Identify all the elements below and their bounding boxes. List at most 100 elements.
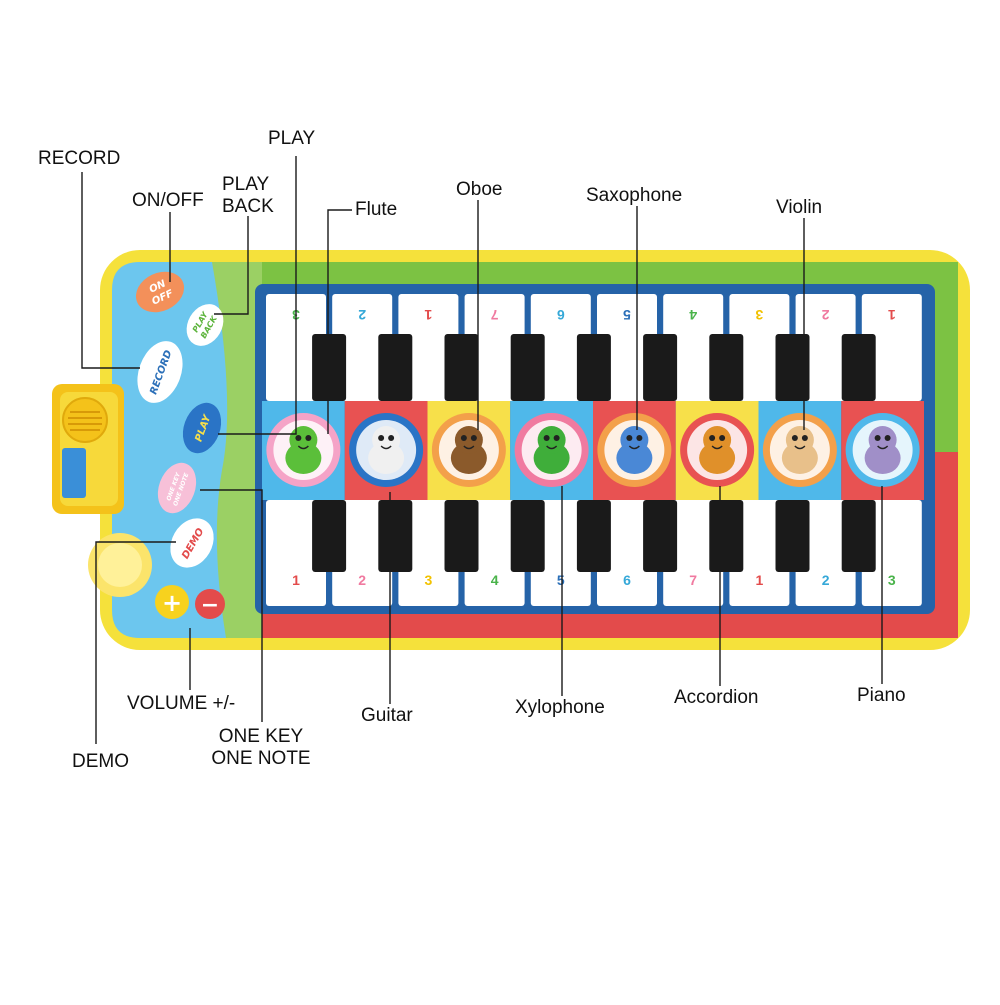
elephant-icon — [616, 426, 653, 474]
key-number-lower: 7 — [689, 572, 697, 588]
key-number-lower: 2 — [358, 572, 366, 588]
white-key-upper — [861, 294, 922, 401]
white-key-upper — [597, 294, 657, 401]
key-number-upper: 2 — [821, 307, 829, 323]
white-key-upper — [795, 294, 856, 401]
key-number-lower: 2 — [822, 572, 830, 588]
volume-down-button: − — [195, 589, 225, 619]
piano-callout: Piano — [857, 685, 906, 706]
key-number-upper: 2 — [358, 307, 366, 323]
black-keys-upper — [312, 334, 876, 401]
speaker-unit — [52, 384, 124, 514]
white-key-lower — [266, 500, 326, 606]
black-key-lower — [378, 500, 413, 572]
key-number-upper: 5 — [623, 307, 631, 323]
volume-up-button: + — [155, 585, 189, 619]
white-key-lower — [663, 500, 724, 606]
xylophone-callout: Xylophone — [515, 697, 605, 718]
key-number-upper: 1 — [424, 307, 432, 323]
white-key-lower — [464, 500, 525, 606]
accordion-callout: Accordion — [674, 687, 759, 708]
violin-callout: Violin — [776, 197, 823, 218]
black-keys-lower — [312, 500, 876, 572]
one-key-callout-line1: ONE KEY — [218, 726, 304, 747]
black-key-lower — [312, 500, 347, 572]
black-key-lower — [510, 500, 545, 572]
on-off-button: ON OFF — [135, 271, 185, 313]
black-key-upper — [576, 334, 611, 401]
black-key-lower — [643, 500, 678, 572]
hippo-icon — [864, 426, 901, 474]
play-leader — [218, 156, 297, 435]
demo-button: DEMO — [170, 518, 214, 568]
black-key-upper — [510, 334, 545, 401]
key-number-lower: 4 — [491, 572, 499, 588]
play-back-callout-line2: BACK — [222, 196, 274, 217]
key-number-lower: 5 — [557, 572, 565, 588]
white-key-upper — [398, 294, 459, 401]
black-key-upper — [643, 334, 678, 401]
demo-callout: DEMO — [72, 751, 129, 772]
white-key-upper — [464, 294, 525, 401]
black-key-lower — [444, 500, 479, 572]
volume-down-label: − — [201, 593, 219, 618]
speaker-display — [62, 448, 86, 498]
on-off-callout: ON/OFF — [132, 190, 204, 211]
instrument-band — [262, 401, 924, 500]
white-key-lower — [729, 500, 790, 606]
record-leader — [81, 172, 140, 369]
play-callout: PLAY — [268, 128, 316, 149]
key-number-upper: 6 — [557, 307, 565, 323]
key-number-upper: 4 — [689, 307, 697, 323]
black-key-lower — [775, 500, 810, 572]
white-key-upper — [729, 294, 790, 401]
crocodile-icon — [533, 426, 570, 474]
white-key-lower — [398, 500, 459, 606]
white-key-upper — [332, 294, 393, 401]
monkey-icon — [450, 426, 487, 474]
white-key-upper — [530, 294, 591, 401]
key-number-lower: 1 — [292, 572, 300, 588]
leader-lines — [81, 156, 883, 744]
sun-decoration — [88, 533, 152, 597]
white-key-lower — [795, 500, 856, 606]
key-number-upper: 7 — [490, 307, 498, 323]
lion-icon — [699, 426, 736, 474]
one-key-leader — [200, 489, 263, 722]
black-key-upper — [841, 334, 876, 401]
volume-callout: VOLUME +/- — [127, 693, 236, 714]
play-back-leader — [214, 216, 249, 315]
guitar-callout: Guitar — [361, 705, 413, 726]
white-key-upper — [663, 294, 724, 401]
black-key-upper — [378, 334, 413, 401]
play-back-callout-line1: PLAY — [222, 174, 270, 195]
black-key-upper — [444, 334, 479, 401]
key-number-upper: 3 — [755, 307, 763, 323]
white-key-lower — [530, 500, 591, 606]
play-button: PLAY — [182, 402, 222, 454]
key-number-lower: 6 — [623, 572, 631, 588]
record-button: RECORD — [137, 341, 183, 403]
white-key-lower — [597, 500, 657, 606]
record-callout: RECORD — [38, 148, 121, 169]
dog-icon — [781, 426, 818, 474]
black-key-upper — [775, 334, 810, 401]
one-key-one-note-button: ONE KEY ONE NOTE — [157, 462, 197, 514]
saxophone-callout: Saxophone — [586, 185, 683, 206]
white-key-lower — [861, 500, 922, 606]
black-key-upper — [709, 334, 744, 401]
zebra-icon — [368, 426, 405, 474]
white-key-lower — [332, 500, 393, 606]
volume-up-label: + — [162, 589, 182, 617]
key-number-lower: 3 — [425, 572, 433, 588]
black-key-lower — [841, 500, 876, 572]
black-key-lower — [576, 500, 611, 572]
black-key-upper — [312, 334, 347, 401]
one-key-callout-line2: ONE NOTE — [211, 748, 311, 769]
key-number-lower: 1 — [756, 572, 764, 588]
control-panel-grass — [212, 262, 262, 638]
flute-leader — [327, 209, 352, 434]
